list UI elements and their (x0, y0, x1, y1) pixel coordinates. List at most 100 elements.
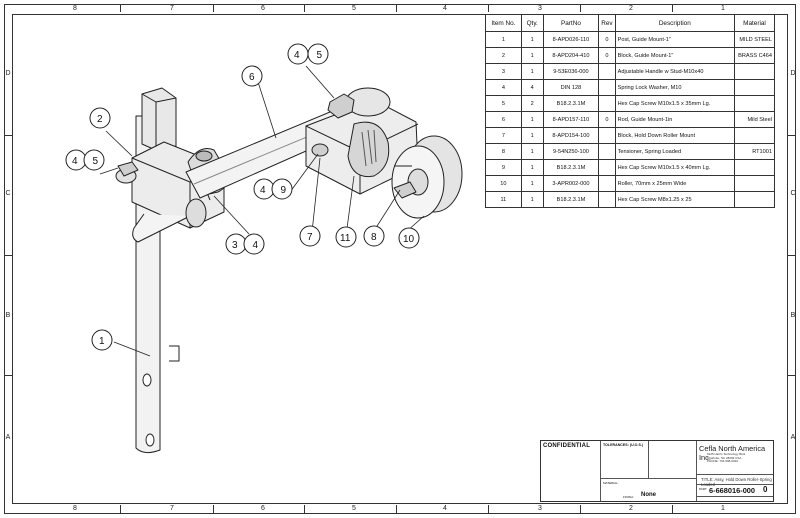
bom-material (733, 63, 776, 80)
zone-tick (488, 505, 489, 513)
bom-qty: 1 (520, 143, 544, 160)
zone-col-label: 7 (170, 505, 174, 512)
bom-material (733, 79, 776, 96)
balloon-11: 11 (335, 226, 357, 248)
zone-tick (396, 4, 397, 12)
balloon-7: 7 (299, 225, 321, 247)
zone-col-label: 8 (73, 5, 77, 12)
bom-description: Block, Hold Down Roller Mount (614, 127, 735, 144)
tolerances-label: TOLERANCES: (U.O.S.) (603, 443, 644, 447)
balloon-label: 3 4 (232, 240, 258, 251)
bom-partno: B18.2.3.1M (542, 159, 600, 176)
bom-header-rev: Rev (598, 14, 616, 32)
bom-partno: 8-APD026-110 (542, 31, 600, 48)
bom-row: 11 1 B18.2.3.1M Hex Cap Screw M8x1.25 x … (485, 191, 776, 208)
bom-item: 9 (485, 159, 522, 176)
bom-rev: 0 (598, 111, 616, 128)
zone-col-label: 5 (352, 5, 356, 12)
address-line: PHONE: 704-598-0020 (707, 459, 739, 464)
approval-cell (649, 441, 697, 479)
bom-row: 2 1 8-APD204-410 0 Block, Guide Mount-1"… (485, 47, 776, 64)
zone-col-label: 5 (352, 505, 356, 512)
balloon-label: 6 (249, 72, 255, 83)
bom-partno: 3-APR002-000 (542, 175, 600, 192)
finish-label: FINISH: (623, 495, 634, 499)
zone-tick (304, 4, 305, 12)
bom-rev (598, 127, 616, 144)
zone-tick (672, 505, 673, 513)
screw-11 (393, 181, 417, 199)
zone-row-label: D (790, 70, 796, 77)
bom-description: Adjustable Handle w Stud-M10x40 (614, 63, 735, 80)
bill-of-materials: Item No. Qty. PartNo Rev Description Mat… (485, 14, 776, 208)
bom-row: 10 1 3-APR002-000 Roller, 70mm x 25mm Wi… (485, 175, 776, 192)
zone-tick (213, 4, 214, 12)
bom-material: RT1001 (733, 143, 776, 160)
bom-partno: 8-APD204-410 (542, 47, 600, 64)
bom-row: 4 4 DIN 128 Spring Lock Washer, M10 (485, 79, 776, 96)
zone-row-label: C (5, 190, 11, 197)
title-block: CONFIDENTIAL TOLERANCES: (U.O.S.) Cefla … (540, 440, 774, 502)
company-name: Cefla North America Inc. (699, 444, 766, 462)
bom-rev (598, 63, 616, 80)
bom-rev (598, 175, 616, 192)
zone-row-label: D (5, 70, 11, 77)
title-label: TITLE: (701, 477, 714, 482)
bom-header-item: Item No. (485, 14, 522, 32)
sheet-border-outer (4, 4, 796, 514)
zone-row-label: B (790, 312, 796, 319)
bom-description: Tensioner, Spring Loaded (614, 143, 735, 160)
zone-tick (4, 255, 12, 256)
bom-qty: 1 (520, 111, 544, 128)
bom-rev: 0 (598, 31, 616, 48)
bom-row: 9 1 B18.2.3.1M Hex Cap Screw M10x1.5 x 4… (485, 159, 776, 176)
balloon-label: 4 5 (294, 50, 322, 61)
bom-description: Post, Guide Mount-1" (614, 31, 735, 48)
zone-tick (788, 135, 796, 136)
bom-header-partno: PartNo (542, 14, 600, 32)
revision-value: 0 (763, 485, 768, 494)
balloon-6: 6 (241, 65, 263, 87)
balloon-3-4: 3 4 (225, 233, 265, 255)
bom-partno: DIN 128 (542, 79, 600, 96)
bom-material (733, 159, 776, 176)
bom-item: 6 (485, 111, 522, 128)
bom-description: Hex Cap Screw M8x1.25 x 25 (614, 191, 735, 208)
zone-row-label: A (5, 434, 11, 441)
zone-col-label: 6 (261, 505, 265, 512)
zone-col-label: 4 (443, 5, 447, 12)
zone-tick (788, 255, 796, 256)
zone-tick (672, 4, 673, 12)
post-top-hex (141, 87, 177, 153)
zone-tick (304, 505, 305, 513)
bom-rev (598, 79, 616, 96)
bom-row: 6 1 8-APD157-110 0 Rod, Guide Mount-1in … (485, 111, 776, 128)
address-line: 6125 Harris Technology Blvd. (707, 452, 746, 456)
zone-col-label: 2 (629, 5, 633, 12)
bom-qty: 1 (520, 175, 544, 192)
assembly-drawing: 4 5 6 2 4 5 4 9 3 4 7 (65, 43, 463, 454)
bom-item: 8 (485, 143, 522, 160)
zone-tick (4, 375, 12, 376)
bom-material: MILD STEEL (733, 31, 776, 48)
balloon-label: 10 (403, 234, 415, 245)
bom-item: 10 (485, 175, 522, 192)
bom-qty: 1 (520, 159, 544, 176)
balloon-4-5-left: 4 5 (65, 149, 105, 171)
post-hole (142, 373, 152, 387)
balloon-4-9: 4 9 (253, 178, 293, 200)
bom-item: 1 (485, 31, 522, 48)
bom-qty: 2 (520, 95, 544, 112)
zone-col-label: 1 (721, 505, 725, 512)
balloon-4-5-top: 4 5 (287, 43, 329, 65)
zone-row-label: B (5, 312, 11, 319)
bom-description: Rod, Guide Mount-1in (614, 111, 735, 128)
bom-item: 4 (485, 79, 522, 96)
zone-tick (120, 4, 121, 12)
zone-tick (488, 4, 489, 12)
bom-row: 5 2 B18.2.3.1M Hex Cap Screw M10x1.5 x 3… (485, 95, 776, 112)
top-screw-head (327, 93, 355, 119)
bom-item: 7 (485, 127, 522, 144)
material-label: MATERIAL: (603, 481, 619, 485)
tolerance-cell (601, 441, 649, 479)
